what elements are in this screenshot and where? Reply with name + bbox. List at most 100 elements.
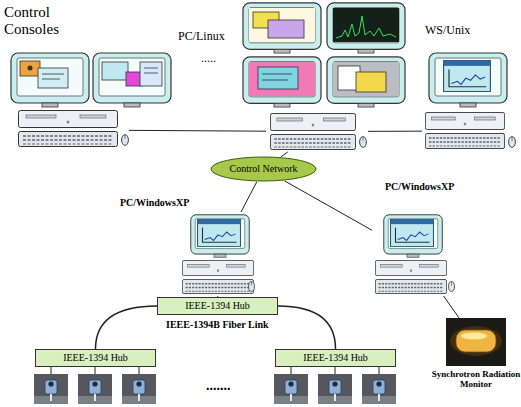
camera-photo — [34, 374, 68, 404]
network-link — [241, 182, 257, 212]
window-line — [42, 79, 60, 80]
camera-photo — [318, 374, 352, 404]
node-label: IEEE-1394 Hub — [63, 352, 128, 364]
camera-cable — [291, 367, 292, 374]
hub-box: IEEE-1394 Hub — [275, 349, 396, 367]
camera-photo — [78, 374, 112, 404]
network-link — [368, 131, 422, 132]
keyboard — [425, 134, 504, 149]
radiation-monitor: Synchrotron Radiation Monitor — [446, 318, 506, 366]
label-anchor: IEEE-1394B Fiber Link — [166, 319, 269, 331]
mouse — [360, 137, 367, 148]
workstation: WS/Unix — [422, 110, 518, 152]
camera-cable — [139, 367, 140, 374]
window-line — [42, 74, 64, 75]
monitor-icon — [429, 53, 507, 107]
screen — [333, 8, 399, 42]
console-pc: PC/Linux — [266, 111, 368, 152]
camera-cable — [335, 367, 336, 374]
fiber-link — [278, 306, 336, 349]
mouse — [249, 282, 255, 292]
network-ellipse: Control Network — [210, 156, 317, 182]
camera-photo — [274, 374, 308, 404]
monitor-icon — [191, 215, 250, 257]
label-anchor: ....... — [206, 378, 231, 394]
window-line — [144, 73, 158, 74]
network-link — [444, 296, 460, 318]
glow — [450, 326, 502, 356]
camera-cable — [51, 367, 52, 374]
workstation-illustration — [425, 53, 515, 149]
highlight — [461, 333, 487, 340]
camera-photo — [362, 374, 396, 404]
label-anchor: ..... — [201, 52, 216, 66]
windows-pc-illustration — [182, 215, 254, 294]
windows-pc-illustration — [375, 215, 454, 294]
computer-case — [270, 114, 355, 131]
chart-window — [391, 219, 434, 246]
monitor-icon — [243, 57, 321, 107]
network-link — [129, 130, 266, 132]
screen — [249, 62, 315, 96]
radiation-monitor-photo — [446, 318, 506, 366]
camera-photo — [122, 374, 156, 404]
ellipsis: ....... — [206, 378, 231, 394]
monitor-icon — [11, 53, 89, 107]
mouse — [122, 135, 129, 146]
mouse — [449, 282, 455, 292]
network-link — [281, 152, 288, 157]
ellipsis: ..... — [201, 52, 216, 66]
computer-case — [375, 260, 446, 275]
photo-ground — [446, 318, 506, 366]
link-label: IEEE-1394B Fiber Link — [166, 319, 269, 331]
monitor-icon — [243, 3, 321, 53]
window-icon — [268, 20, 304, 38]
windows-pc: PC/WindowsXP — [372, 212, 456, 296]
console-pc: Control Consoles — [15, 108, 129, 152]
node-heading: WS/Unix — [425, 24, 470, 38]
node-heading: Synchrotron Radiation Monitor — [428, 369, 521, 390]
keyboard — [375, 279, 446, 293]
center-console-illustration — [243, 3, 405, 150]
keyboard — [270, 135, 355, 150]
node-label: IEEE-1394 Hub — [185, 300, 250, 312]
document-icon — [140, 62, 162, 86]
monitor-icon — [327, 57, 405, 107]
screen — [333, 62, 399, 96]
node-heading: PC/WindowsXP — [120, 197, 189, 209]
node-label: IEEE-1394 Hub — [303, 352, 368, 364]
network-link — [285, 181, 372, 230]
keyboard — [19, 132, 118, 147]
node-heading: PC/Linux — [178, 30, 225, 44]
window-line — [144, 68, 158, 69]
window-icon — [102, 62, 128, 80]
monitor-cylinder — [456, 330, 496, 352]
computer-case — [19, 111, 118, 128]
ellipse-shape — [211, 157, 316, 181]
camera-photos — [34, 367, 396, 404]
node-heading: PC/WindowsXP — [385, 181, 454, 193]
screen — [249, 8, 315, 42]
window-line — [262, 74, 292, 75]
computer-case — [182, 260, 253, 275]
hub-box: IEEE-1394 Hub — [157, 297, 278, 315]
monitor-icon — [384, 215, 443, 257]
hub-box: IEEE-1394 Hub — [35, 349, 156, 367]
node-heading: Control Consoles — [4, 4, 104, 39]
windows-pc: PC/WindowsXP — [180, 212, 258, 296]
computer-case — [425, 113, 504, 130]
icon-dot — [28, 66, 33, 71]
mouse — [509, 137, 516, 148]
camera-cable — [95, 367, 96, 374]
chart-window — [198, 219, 241, 246]
window-line — [262, 80, 288, 81]
window-icon — [356, 72, 386, 92]
camera-cable — [379, 367, 380, 374]
monitor-icon — [327, 3, 405, 53]
monitor-icon — [93, 53, 171, 107]
fiber-link — [96, 306, 158, 349]
window-icon — [258, 67, 298, 89]
window-icon — [38, 68, 68, 88]
